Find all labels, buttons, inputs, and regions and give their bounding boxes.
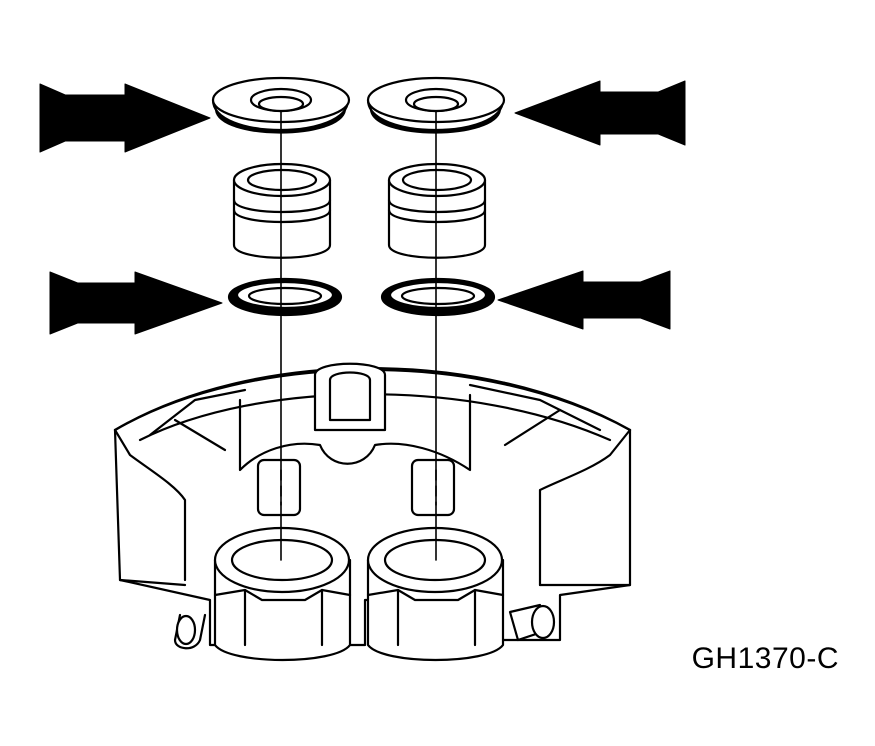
arrow-icon	[49, 271, 129, 335]
arrow-icon	[39, 83, 119, 153]
left-piston	[232, 162, 332, 259]
right-piston-seal	[380, 277, 496, 317]
right-piston	[387, 162, 487, 259]
arrow-icon	[591, 270, 671, 330]
alignment-lines	[280, 111, 437, 561]
left-dust-boot	[211, 76, 351, 134]
figure-code-label: GH1370-C	[691, 642, 839, 675]
caliper-housing	[113, 362, 632, 662]
right-dust-boot	[366, 76, 506, 134]
left-piston-seal	[227, 277, 343, 317]
arrow-icon	[606, 80, 686, 146]
